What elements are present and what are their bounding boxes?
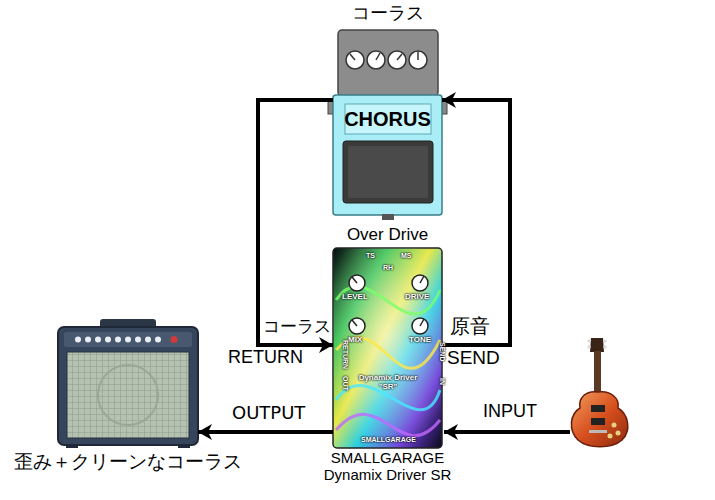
- signal-name: SEND: [447, 348, 500, 369]
- brand-name: SMALLGARAGE: [361, 436, 416, 444]
- edge-label: コーラス: [263, 317, 331, 336]
- amplifier: [58, 319, 198, 448]
- signal-arrow: [198, 430, 333, 434]
- jack-label: SEND: [438, 342, 446, 361]
- knob-label: TONE: [409, 336, 431, 345]
- knob-label: DRIVE: [405, 293, 429, 302]
- guitar: [571, 338, 627, 447]
- pedal-name: CHORUS: [333, 108, 442, 130]
- amp-caption: 歪み＋クリーンなコーラス: [8, 451, 248, 472]
- jack-label: OUT: [341, 376, 349, 391]
- panel-label: TS: [366, 252, 375, 260]
- panel-label: RH: [383, 264, 393, 272]
- model-name: Dynamix Driver "SR": [350, 374, 426, 392]
- edge-label: OUTPUT: [232, 403, 305, 423]
- pedal-heading: コーラス: [333, 3, 442, 23]
- jack-label: RETURN: [341, 340, 349, 369]
- knob-label: LEVEL: [342, 293, 368, 302]
- edge-label: 原音: [450, 315, 490, 337]
- signal-name: RETURN: [228, 348, 303, 368]
- signal-arrow: [442, 100, 510, 345]
- amplifier-node: 歪み＋クリーンなコーラス: [58, 327, 198, 445]
- knob-label: MIX: [348, 336, 362, 345]
- chorus-pedal-node: コーラスCHORUS: [333, 30, 442, 215]
- pedal-brand: SMALLGARAGE Dynamix Driver SR: [307, 450, 468, 483]
- overdrive-pedal: [333, 248, 442, 448]
- jack-label: IN: [438, 378, 446, 385]
- signal-name: INPUT: [483, 402, 537, 422]
- panel-label: MS: [401, 252, 412, 260]
- input-arrow: [444, 432, 570, 433]
- signal-arrow: [258, 100, 333, 345]
- overdrive-pedal-node: Over DriveSMALLGARAGE Dynamix Driver SR: [333, 248, 442, 448]
- chorus-pedal: [328, 30, 447, 220]
- pedal-heading: Over Drive: [313, 226, 462, 245]
